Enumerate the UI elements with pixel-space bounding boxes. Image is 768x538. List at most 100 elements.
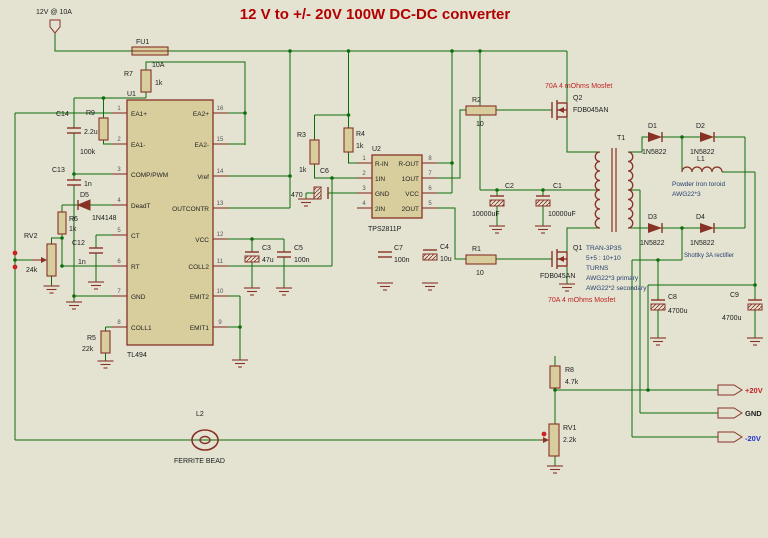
- d2-value: 1N5822: [690, 149, 715, 156]
- minus20v-label: -20V: [745, 434, 761, 443]
- resistor-r3[interactable]: R3 1k: [297, 132, 320, 174]
- capacitor-c4[interactable]: C4 10u: [422, 244, 452, 263]
- capacitor-c7[interactable]: C7 100n: [378, 245, 410, 264]
- c13-value: 1n: [84, 181, 92, 188]
- d3-value: 1N5822: [640, 240, 665, 247]
- wire-segments[interactable]: [14, 33, 756, 466]
- rectifier-note: Shottky 3A rectifier: [684, 253, 734, 259]
- capacitor-c6[interactable]: C6 470: [291, 168, 329, 200]
- u1-pin-ct: CT: [131, 233, 140, 240]
- u1-part: TL494: [127, 352, 147, 359]
- capacitor-c2[interactable]: C2 10000uF: [472, 183, 514, 218]
- u1-num-12: 12: [217, 232, 224, 238]
- rv1-wiper-dot[interactable]: [541, 431, 547, 437]
- u1-num-5: 5: [117, 228, 121, 234]
- input-terminal[interactable]: 12V @ 10A: [36, 9, 72, 34]
- capacitor-c8[interactable]: C8 4700u: [650, 294, 688, 315]
- ferrite-bead-l2[interactable]: L2 FERRITE BEAD: [174, 411, 225, 465]
- capacitor-c1[interactable]: C1 10000uF: [535, 183, 576, 218]
- ic-u1-tl494[interactable]: U1 TL494 EA1+ EA1- COMP/PWM DeadT CT RT …: [112, 91, 228, 359]
- q2-ref: Q2: [573, 95, 582, 102]
- u2-part: TPS2811P: [368, 226, 402, 233]
- capacitor-c14[interactable]: C14 2.2u: [56, 111, 98, 136]
- diode-d3[interactable]: D3 1N5822: [640, 214, 665, 247]
- t1-ref: T1: [617, 135, 625, 142]
- q2-value: FDB045AN: [573, 107, 608, 114]
- c12-value: 1n: [78, 259, 86, 266]
- capacitor-c9[interactable]: C9 4700u: [722, 292, 763, 322]
- d5-value: 1N4148: [92, 215, 117, 222]
- output-terminal-plus20[interactable]: +20V: [717, 384, 763, 396]
- rv2-ref: RV2: [24, 233, 38, 240]
- resistor-r6[interactable]: R6 1k: [57, 211, 78, 235]
- u1-pin-emit2: EMIT2: [190, 294, 210, 301]
- resistor-r8[interactable]: R8 4.7k: [549, 365, 579, 389]
- output-terminal-minus20[interactable]: -20V: [717, 431, 761, 443]
- c4-value: 10u: [440, 256, 452, 263]
- rv2-wiper-dot-top[interactable]: [12, 250, 18, 256]
- t1-part: TRAN-3P3S: [586, 245, 622, 252]
- u2-pin-1in: 1IN: [375, 176, 385, 183]
- diode-d1[interactable]: D1 1N5822: [642, 123, 667, 156]
- u1-num-14: 14: [217, 169, 224, 175]
- mosfet-q2[interactable]: Q2 FDB045AN: [545, 95, 608, 120]
- resistor-r9[interactable]: R9 100k: [80, 110, 109, 156]
- diode-d2[interactable]: D2 1N5822: [690, 123, 715, 156]
- transformer-t1[interactable]: T1 TRAN-3P3S 5+5 : 10+10 TURNS AWG22*3 p…: [586, 135, 647, 292]
- c12-ref: C12: [72, 240, 85, 247]
- r9-value: 100k: [80, 149, 96, 156]
- rv2-wiper-dot-bottom[interactable]: [12, 264, 18, 270]
- d2-ref: D2: [696, 123, 705, 130]
- capacitor-c3[interactable]: C3 47u: [244, 245, 274, 264]
- t1-note-turns: TURNS: [586, 265, 609, 272]
- potentiometer-rv1[interactable]: RV1 2.2k: [540, 423, 577, 457]
- ic-u2-tps2811p[interactable]: U2 TPS2811P R-IN 1IN GND 2IN R-OUT 1OUT …: [357, 146, 437, 233]
- resistor-r4[interactable]: R4 1k: [343, 127, 365, 153]
- fu1-ref: FU1: [136, 39, 149, 46]
- u1-pin-coll1: COLL1: [131, 325, 152, 332]
- c13-ref: C13: [52, 167, 65, 174]
- junction-dots: [13, 49, 757, 392]
- u2-num-3: 3: [362, 186, 366, 192]
- rv1-value: 2.2k: [563, 437, 577, 444]
- capacitor-c5[interactable]: C5 100n: [277, 245, 310, 264]
- c3-value: 47u: [262, 257, 274, 264]
- d3-ref: D3: [648, 214, 657, 221]
- l2-ref: L2: [196, 411, 204, 418]
- u1-pin-rt: RT: [131, 264, 140, 271]
- q1-value: FDB045AN: [540, 273, 575, 280]
- l1-ref: L1: [697, 156, 705, 163]
- gnd-label: GND: [745, 409, 762, 418]
- output-terminal-gnd[interactable]: GND: [717, 407, 762, 419]
- u1-num-2: 2: [117, 137, 121, 143]
- r7-ref: R7: [124, 71, 133, 78]
- r3-ref: R3: [297, 132, 306, 139]
- schematic-title: 12 V to +/- 20V 100W DC-DC converter: [240, 6, 511, 23]
- r9-ref: R9: [86, 110, 95, 117]
- d1-value: 1N5822: [642, 149, 667, 156]
- capacitor-c12[interactable]: C12 1n: [72, 240, 103, 266]
- resistor-r1[interactable]: R1 10: [465, 246, 497, 277]
- resistor-r5[interactable]: R5 22k: [82, 330, 111, 354]
- l2-value: FERRITE BEAD: [174, 458, 225, 465]
- resistor-r2[interactable]: R2 10: [465, 97, 497, 128]
- resistor-r7[interactable]: R7 1k: [124, 69, 163, 93]
- u2-num-2: 2: [362, 171, 366, 177]
- c2-ref: C2: [505, 183, 514, 190]
- u2-num-4: 4: [362, 201, 366, 207]
- fuse-fu1[interactable]: FU1 10A: [131, 39, 169, 69]
- diode-d4[interactable]: D4 1N5822: [690, 214, 715, 247]
- u1-pin-vcc: VCC: [195, 237, 209, 244]
- mosfet-q1[interactable]: Q1 FDB045AN: [540, 245, 582, 280]
- capacitor-c13[interactable]: C13 1n: [52, 167, 92, 188]
- q2-note: 70A 4 mOhms Mosfet: [545, 83, 612, 90]
- c5-value: 100n: [294, 257, 310, 264]
- inductor-l1[interactable]: L1 Powder Iron toroid AWG22*3: [672, 156, 725, 198]
- u1-num-6: 6: [117, 259, 121, 265]
- u1-num-10: 10: [217, 289, 224, 295]
- fu1-value: 10A: [152, 62, 165, 69]
- potentiometer-rv2[interactable]: RV2 24k: [12, 233, 57, 277]
- r8-ref: R8: [565, 367, 574, 374]
- diode-d5[interactable]: D5 1N4148: [76, 192, 117, 222]
